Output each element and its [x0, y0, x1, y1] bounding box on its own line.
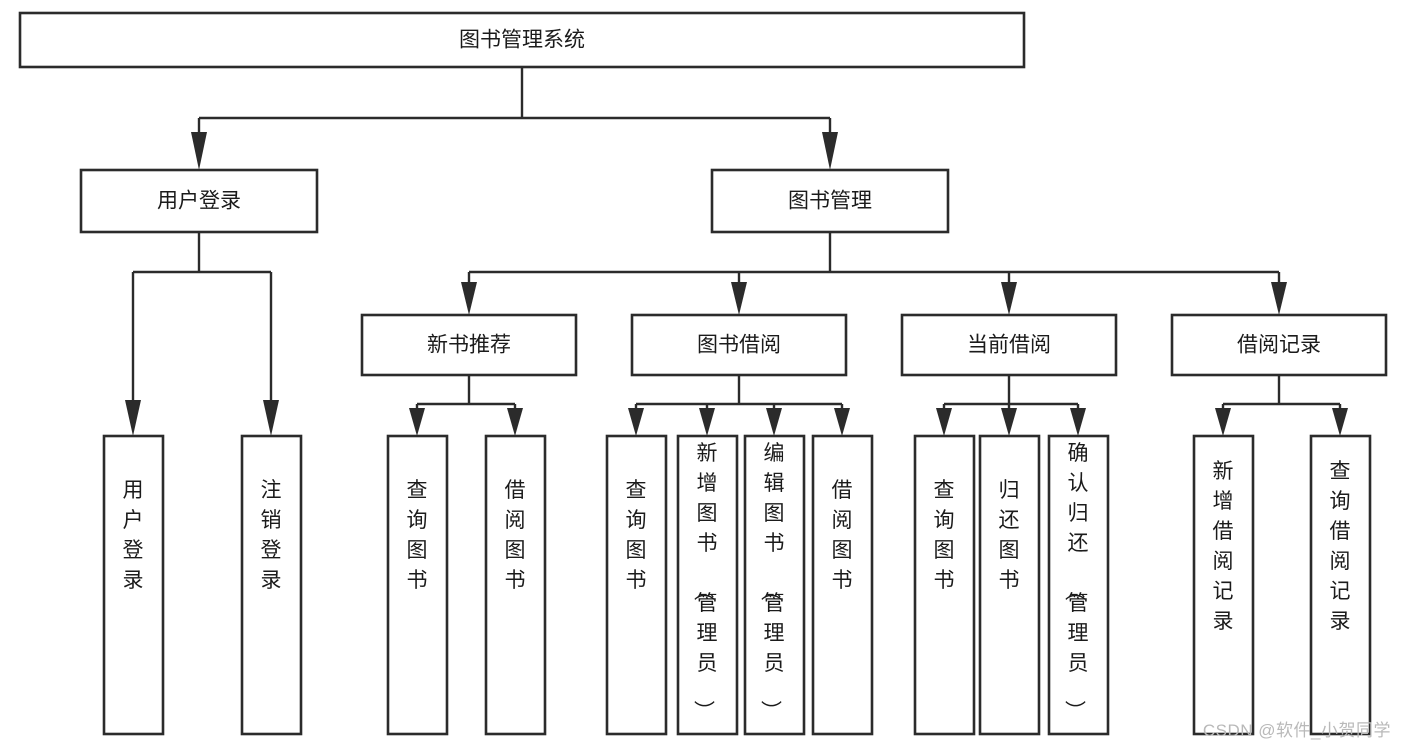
- leaf-user-login-label: 用户登录: [123, 479, 144, 592]
- node-borrow-record[interactable]: 借阅记录: [1170, 313, 1388, 377]
- node-user-login[interactable]: 用户登录: [79, 168, 319, 234]
- arrow-to-leaf-user-login: [125, 400, 141, 436]
- leaf-query-book-b[interactable]: 查询图书: [605, 434, 668, 736]
- leaf-edit-book-box[interactable]: [743, 434, 806, 736]
- arrow-to-leaf-edit-book: [766, 408, 782, 436]
- leaf-add-record-box[interactable]: [1192, 434, 1255, 736]
- node-user-login-label: 用户登录: [157, 190, 241, 213]
- leaf-query-record-box[interactable]: [1309, 434, 1372, 736]
- arrow-to-leaf-query-book-a: [409, 408, 425, 436]
- leaf-user-login[interactable]: 用户登录: [102, 434, 165, 736]
- node-current-borrow-label: 当前借阅: [967, 334, 1051, 357]
- arrow-to-leaf-query-record: [1332, 408, 1348, 436]
- leaf-query-book-b-box[interactable]: [605, 434, 668, 736]
- leaf-return-book-label: 归还图书: [999, 479, 1020, 592]
- leaf-query-book-b-label: 查询图书: [626, 479, 647, 592]
- leaf-add-book[interactable]: 新增图书（管理员）: [676, 434, 739, 736]
- node-book-borrow[interactable]: 图书借阅: [630, 313, 848, 377]
- leaf-borrow-book-b-label: 借阅图书: [832, 479, 853, 592]
- arrow-to-current-borrow: [1001, 282, 1017, 315]
- arrow-to-new-book-rec: [461, 282, 477, 315]
- leaf-return-book-box[interactable]: [978, 434, 1041, 736]
- arrow-root-to-book-manage: [822, 132, 838, 170]
- leaf-user-login-box[interactable]: [102, 434, 165, 736]
- leaf-confirm-return-label: 确认归还（管理员）: [1063, 442, 1089, 721]
- leaf-logout-login-box[interactable]: [240, 434, 303, 736]
- node-book-manage[interactable]: 图书管理: [710, 168, 950, 234]
- arrow-to-leaf-logout-login: [263, 400, 279, 436]
- node-book-manage-label: 图书管理: [788, 190, 872, 213]
- connectors-current-borrow-to-leaves: [936, 375, 1086, 436]
- node-book-manage-box[interactable]: [710, 168, 950, 234]
- arrow-to-leaf-query-book-b: [628, 408, 644, 436]
- leaf-add-record-label: 新增借阅记录: [1213, 460, 1234, 633]
- node-root[interactable]: 图书管理系统: [18, 11, 1026, 69]
- watermark: CSDN @软件_小贺同学: [1202, 721, 1391, 740]
- leaf-add-book-label: 新增图书（管理员）: [692, 442, 718, 721]
- arrow-root-to-user-login: [191, 132, 207, 170]
- leaf-return-book[interactable]: 归还图书: [978, 434, 1041, 736]
- connectors-book-manage-to-level3: [461, 232, 1287, 315]
- leaf-borrow-book-a-label: 借阅图书: [505, 479, 526, 592]
- connectors-user-login-to-leaves: [125, 232, 279, 436]
- connectors-book-borrow-to-leaves: [628, 375, 850, 436]
- connectors-root-to-level2: [191, 67, 838, 170]
- leaf-add-book-box[interactable]: [676, 434, 739, 736]
- leaf-query-record[interactable]: 查询借阅记录: [1309, 434, 1372, 736]
- leaf-query-book-a[interactable]: 查询图书: [386, 434, 449, 736]
- node-new-book-rec[interactable]: 新书推荐: [360, 313, 578, 377]
- leaf-query-book-a-box[interactable]: [386, 434, 449, 736]
- node-user-login-box[interactable]: [79, 168, 319, 234]
- arrow-to-leaf-borrow-book-a: [507, 408, 523, 436]
- node-borrow-record-box[interactable]: [1170, 313, 1388, 377]
- node-book-borrow-label: 图书借阅: [697, 334, 781, 357]
- arrow-to-leaf-confirm-return: [1070, 408, 1086, 436]
- leaf-borrow-book-b-box[interactable]: [811, 434, 874, 736]
- leaf-logout-login[interactable]: 注销登录: [240, 434, 303, 736]
- leaf-add-record[interactable]: 新增借阅记录: [1192, 434, 1255, 736]
- leaf-borrow-book-a[interactable]: 借阅图书: [484, 434, 547, 736]
- leaf-query-book-c-label: 查询图书: [934, 479, 955, 592]
- node-root-box[interactable]: [18, 11, 1026, 69]
- node-current-borrow[interactable]: 当前借阅: [900, 313, 1118, 377]
- node-current-borrow-box[interactable]: [900, 313, 1118, 377]
- node-borrow-record-label: 借阅记录: [1237, 334, 1321, 357]
- node-new-book-rec-label: 新书推荐: [427, 334, 511, 357]
- connectors-new-book-rec-to-leaves: [409, 375, 523, 436]
- leaf-query-book-c[interactable]: 查询图书: [913, 434, 976, 736]
- leaf-query-book-c-box[interactable]: [913, 434, 976, 736]
- arrow-to-leaf-query-book-c: [936, 408, 952, 436]
- leaf-edit-book-label: 编辑图书（管理员）: [759, 442, 785, 721]
- leaf-borrow-book-a-box[interactable]: [484, 434, 547, 736]
- arrow-to-borrow-record: [1271, 282, 1287, 315]
- connectors-borrow-record-to-leaves: [1215, 375, 1348, 436]
- arrow-to-leaf-return-book: [1001, 408, 1017, 436]
- node-new-book-rec-box[interactable]: [360, 313, 578, 377]
- leaf-confirm-return[interactable]: 确认归还（管理员）: [1047, 434, 1110, 736]
- leaf-edit-book[interactable]: 编辑图书（管理员）: [743, 434, 806, 736]
- arrow-to-leaf-borrow-book-b: [834, 408, 850, 436]
- arrow-to-book-borrow: [731, 282, 747, 315]
- leaf-query-record-label: 查询借阅记录: [1330, 460, 1351, 633]
- arrow-to-leaf-add-record: [1215, 408, 1231, 436]
- node-book-borrow-box[interactable]: [630, 313, 848, 377]
- leaf-query-book-a-label: 查询图书: [407, 479, 428, 592]
- node-root-label: 图书管理系统: [459, 29, 585, 52]
- arrow-to-leaf-add-book: [699, 408, 715, 436]
- leaf-borrow-book-b[interactable]: 借阅图书: [811, 434, 874, 736]
- leaf-confirm-return-box[interactable]: [1047, 434, 1110, 736]
- leaf-logout-login-label: 注销登录: [261, 479, 282, 592]
